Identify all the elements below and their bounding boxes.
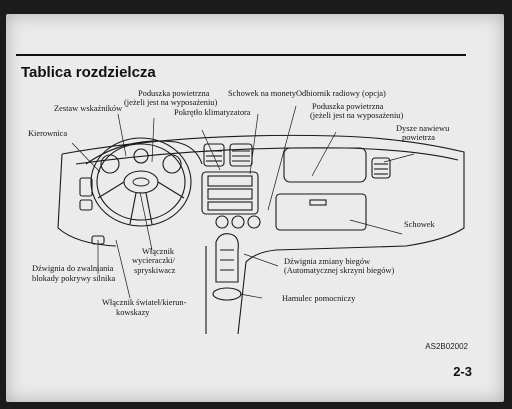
label-passenger-airbag-line1: Poduszka powietrzna [312,102,384,111]
label-hood-release-line2: blokady pokrywy silnika [32,274,116,283]
label-wiper-line2: wycieraczki/ [132,256,175,265]
label-lights-switch-line1: Włącznik świateł/kierun- [102,298,187,307]
dashboard-illustration [57,105,465,335]
label-wiper-line3: spryskiwacz [134,266,176,275]
label-handbrake: Hamulec pomocniczy [282,294,356,303]
label-driver-airbag-line1: Poduszka powietrzna [138,89,210,98]
label-lights-switch-line2: kowskazy [116,308,150,317]
manual-page: Tablica rozdzielcza [6,14,504,402]
page-title: Tablica rozdzielcza [21,64,156,81]
label-gear-lever-line2: (Automatycznej skrzyni biegów) [284,266,395,275]
label-hood-release-line1: Dźwignia do zwalniania [32,264,114,273]
label-steering-wheel: Kierownica [28,129,68,138]
label-vents-line2: powietrza [402,133,436,142]
label-passenger-airbag-line2: (jeżeli jest na wyposażeniu) [310,111,404,120]
figure-reference: AS2B02002 [425,342,468,351]
label-wiper-line1: Włącznik [142,247,175,256]
header-rule [16,54,466,56]
label-glovebox: Schowek [404,220,435,229]
label-radio: Odbiornik radiowy (opcja) [296,89,386,98]
label-climate-knob: Pokrętło klimatyzatora [174,108,251,117]
label-gear-lever-line1: Dźwignia zmiany biegów [284,257,371,266]
label-vents-line1: Dysze nawiewu [396,124,450,133]
label-coin-box: Schowek na monety [228,89,296,98]
label-gauge-cluster: Zestaw wskaźników [54,104,123,113]
page-number: 2-3 [453,364,472,379]
label-driver-airbag-line2: (jeżeli jest na wyposażeniu) [124,98,218,107]
